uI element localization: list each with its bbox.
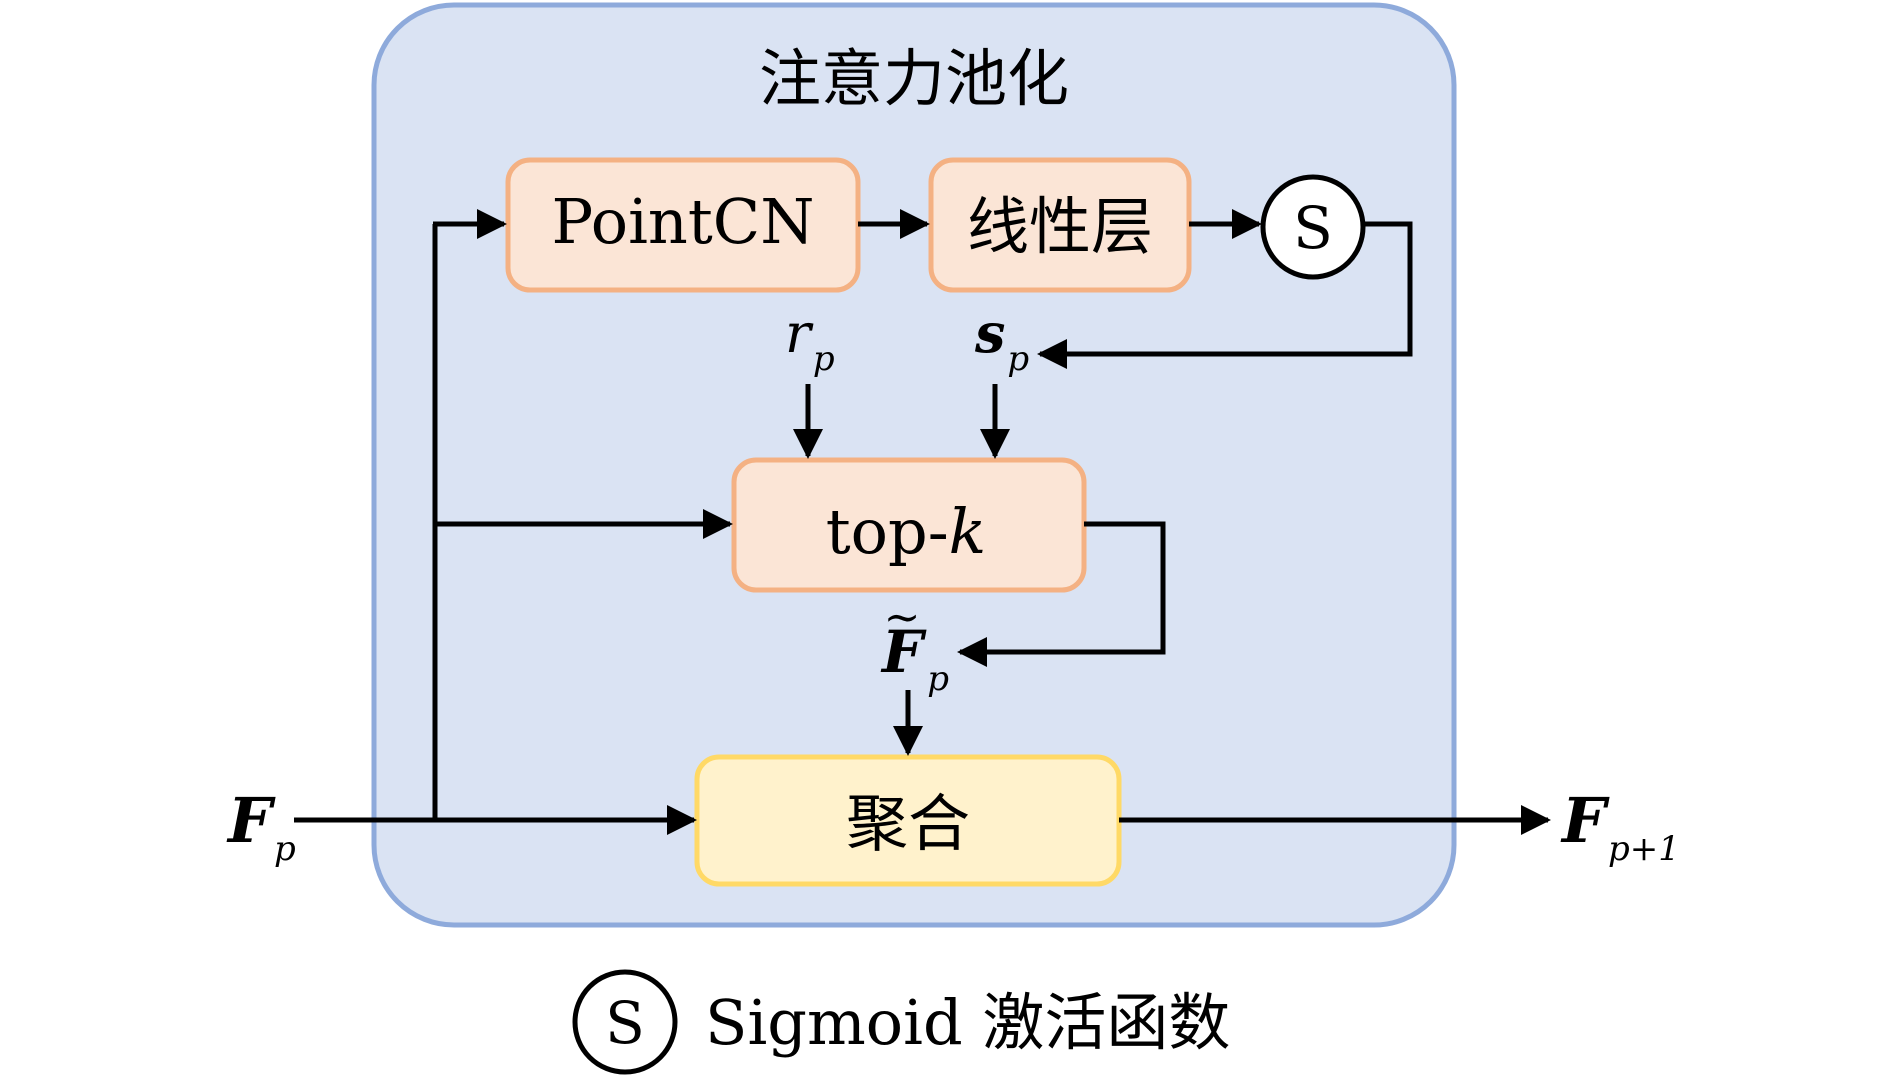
symbol-ftilde-tilde: ~: [884, 592, 921, 643]
aggregate-label: 聚合: [846, 787, 970, 860]
fout-sub: p+1: [1608, 829, 1680, 869]
linear-layer-label: 线性层: [967, 190, 1153, 263]
symbol-r-p: rp: [785, 302, 835, 379]
symbol-s-p: sp: [974, 301, 1029, 379]
sigmoid-node: [1260, 174, 1366, 280]
symbol-f-p1-output: Fp+1: [1560, 784, 1680, 869]
ftilde-base: F: [880, 618, 927, 686]
fin-sub: p: [274, 829, 296, 869]
edge-topk-to-ftilde: [957, 521, 1166, 667]
ftilde-sub: p: [927, 659, 949, 699]
r-base: r: [785, 302, 814, 365]
r-sub: p: [813, 339, 835, 379]
fin-base: F: [226, 784, 276, 857]
container-title: 注意力池化: [759, 42, 1069, 115]
s-base: s: [974, 301, 1005, 365]
pointcn-label: PointCN: [552, 185, 815, 258]
legend-sigmoid-symbol: S: [605, 989, 645, 1057]
topk-label: top-k: [826, 495, 986, 568]
s-sub: p: [1007, 339, 1029, 379]
legend-sigmoid-circle: [572, 969, 678, 1075]
topk-prefix: top-: [826, 495, 949, 568]
topk-variable: k: [949, 495, 987, 568]
sigmoid-label: S: [1293, 194, 1333, 262]
symbol-f-p-input: Fp: [226, 784, 296, 869]
fout-base: F: [1560, 784, 1610, 857]
edge-sigmoid-to-sp: [1037, 221, 1413, 369]
connectors: [294, 209, 1551, 835]
legend-sigmoid-label: Sigmoid 激活函数: [705, 986, 1230, 1059]
